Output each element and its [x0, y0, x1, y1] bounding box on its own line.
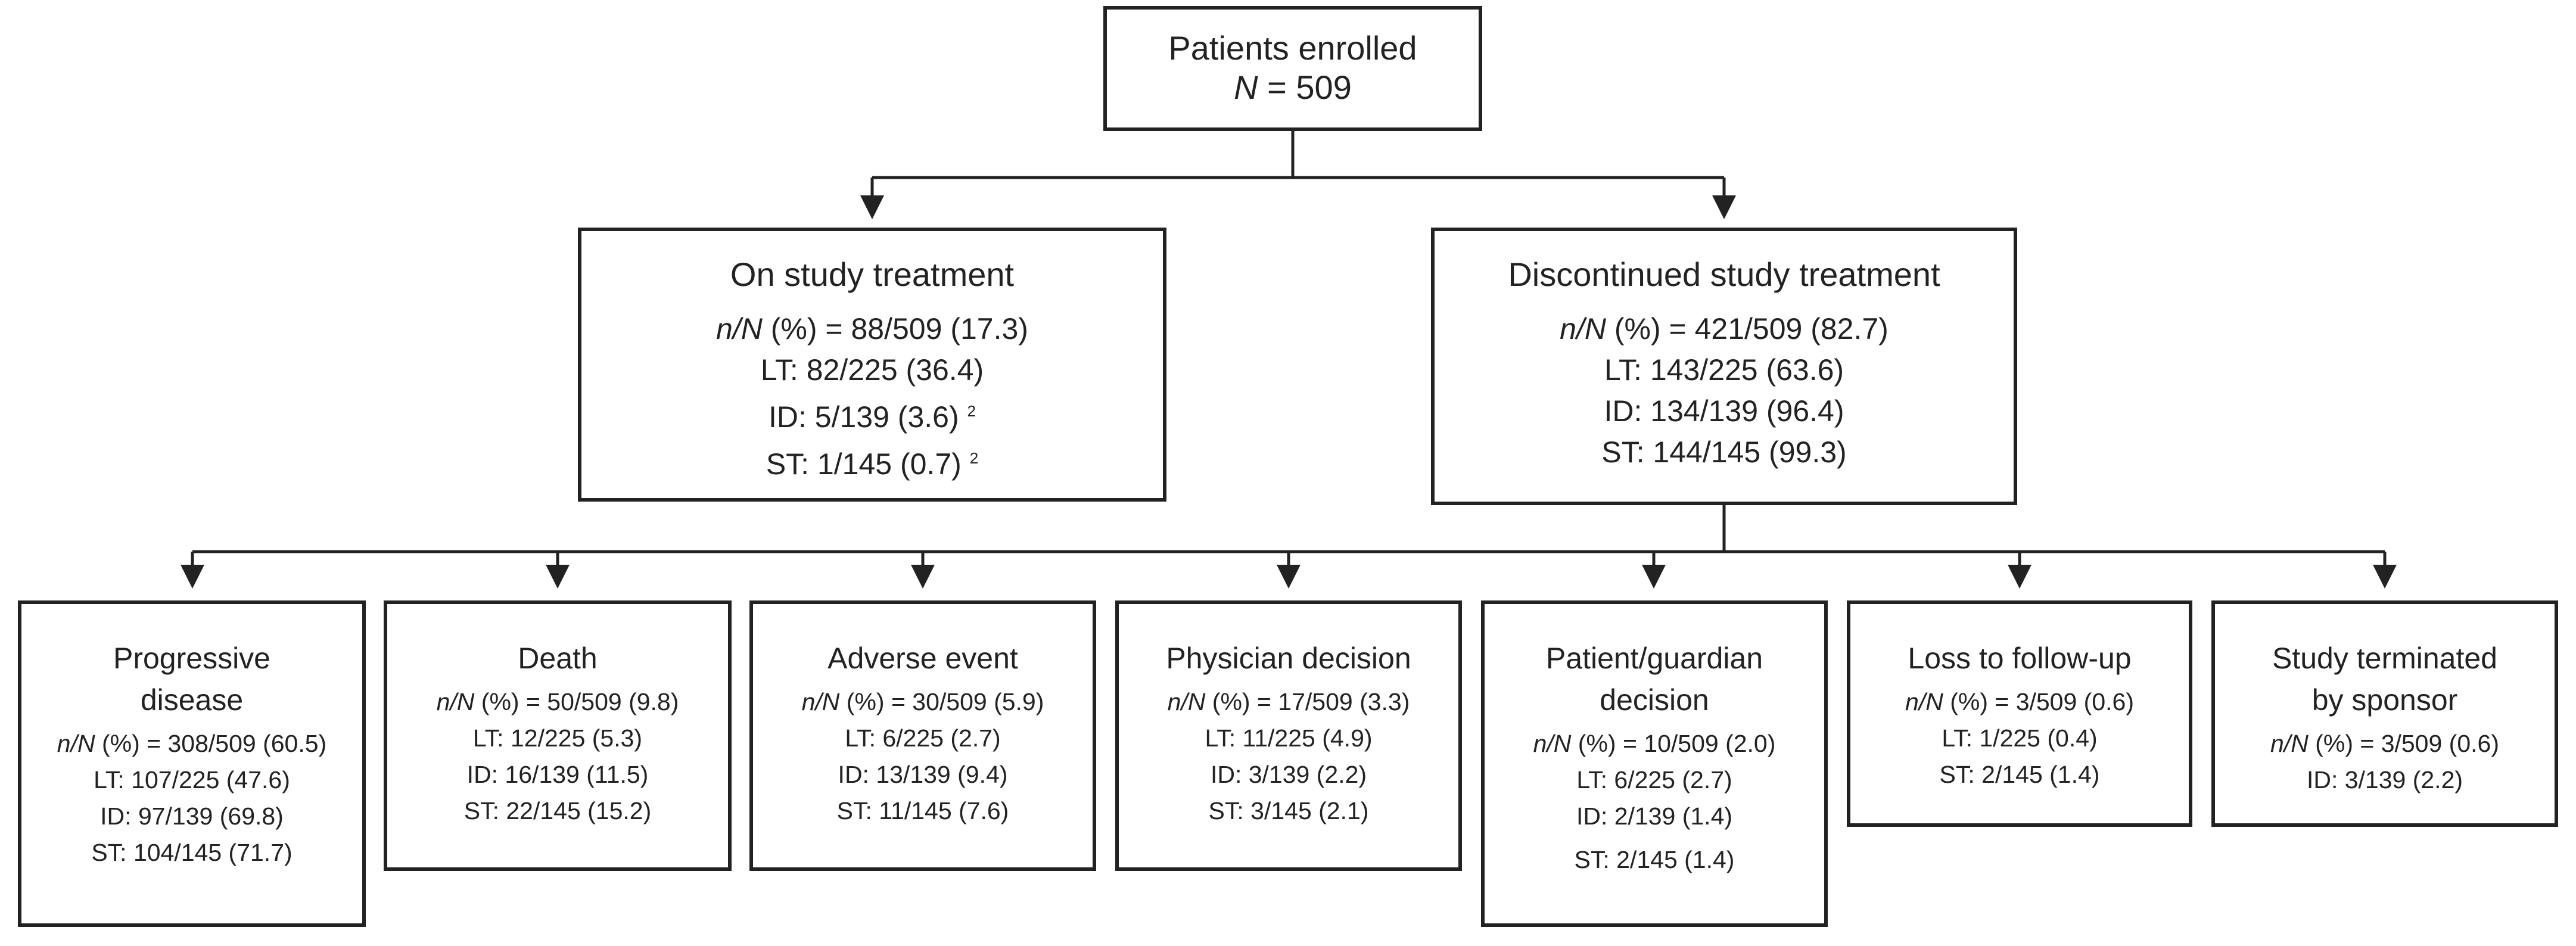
reason-overall: n/N (%) = 17/509 (3.3) — [1167, 688, 1410, 715]
reason-title: Progressive — [113, 642, 270, 675]
reason-overall: n/N (%) = 3/509 (0.6) — [1905, 688, 2134, 715]
reason-st: ST: 22/145 (15.2) — [463, 797, 652, 824]
reason-lt: LT: 6/225 (2.7) — [845, 724, 1001, 752]
progressive-disease-box: Progressive disease n/N (%) = 308/509 (6… — [18, 600, 366, 927]
reason-st: ST: 11/145 (7.6) — [836, 797, 1009, 824]
reason-overall: n/N (%) = 50/509 (9.8) — [436, 688, 679, 715]
reason-overall: n/N (%) = 3/509 (0.6) — [2270, 730, 2499, 757]
reason-id: ID: 97/139 (69.8) — [100, 802, 284, 830]
reason-st: ST: 2/145 (1.4) — [1574, 846, 1735, 873]
on-study-treatment-box: On study treatment n/N (%) = 88/509 (17.… — [578, 228, 1166, 502]
discontinued-treatment-title: Discontinued study treatment — [1508, 256, 1940, 293]
reason-lt: LT: 107/225 (47.6) — [94, 766, 290, 793]
reason-title: Physician decision — [1166, 642, 1411, 675]
loss-to-follow-up-box: Loss to follow-up n/N (%) = 3/509 (0.6) … — [1847, 600, 2192, 827]
reason-title: Patient/guardian — [1545, 642, 1763, 675]
patients-enrolled-count: N = 509 — [1234, 69, 1352, 106]
reason-title: Loss to follow-up — [1908, 642, 2132, 675]
reason-title: Study terminated — [2272, 642, 2497, 675]
discontinued-treatment-box: Discontinued study treatment n/N (%) = 4… — [1431, 228, 2017, 505]
reason-id: ID: 3/139 (2.2) — [2306, 766, 2463, 793]
study-terminated-box: Study terminated by sponsor n/N (%) = 3/… — [2211, 600, 2558, 827]
reason-title: decision — [1600, 683, 1709, 717]
discontinued-overall: n/N (%) = 421/509 (82.7) — [1560, 312, 1889, 346]
reason-overall: n/N (%) = 10/509 (2.0) — [1533, 730, 1776, 757]
reason-lt: LT: 11/225 (4.9) — [1205, 724, 1373, 752]
reason-id: ID: 13/139 (9.4) — [838, 761, 1008, 788]
on-treatment-overall: n/N (%) = 88/509 (17.3) — [716, 312, 1028, 346]
death-box: Death n/N (%) = 50/509 (9.8) LT: 12/225 … — [384, 600, 732, 871]
reason-title: Adverse event — [827, 642, 1018, 675]
on-treatment-lt: LT: 82/225 (36.4) — [760, 353, 984, 387]
reason-title: disease — [140, 683, 244, 717]
discontinued-st: ST: 144/145 (99.3) — [1601, 435, 1847, 469]
reason-overall: n/N (%) = 308/509 (60.5) — [57, 730, 327, 757]
reason-lt: LT: 12/225 (5.3) — [472, 724, 643, 752]
on-treatment-id: ID: 5/139 (3.6) 2 — [769, 400, 976, 434]
discontinued-id: ID: 134/139 (96.4) — [1604, 394, 1844, 428]
physician-decision-box: Physician decision n/N (%) = 17/509 (3.3… — [1115, 600, 1462, 871]
reason-id: ID: 3/139 (2.2) — [1210, 761, 1367, 788]
reason-lt: LT: 1/225 (0.4) — [1942, 724, 2098, 752]
patients-enrolled-title: Patients enrolled — [1168, 29, 1417, 67]
reason-lt: LT: 6/225 (2.7) — [1576, 766, 1732, 793]
footnote-marker: 2 — [967, 402, 976, 420]
reason-overall: n/N (%) = 30/509 (5.9) — [801, 688, 1044, 715]
adverse-event-box: Adverse event n/N (%) = 30/509 (5.9) LT:… — [749, 600, 1096, 871]
reason-title: Death — [518, 642, 598, 675]
reason-st: ST: 3/145 (2.1) — [1208, 797, 1369, 824]
reason-st: ST: 104/145 (71.7) — [91, 839, 293, 866]
reason-id: ID: 2/139 (1.4) — [1576, 802, 1733, 830]
on-treatment-st: ST: 1/145 (0.7) 2 — [766, 447, 979, 481]
footnote-marker: 2 — [969, 449, 979, 467]
on-study-treatment-title: On study treatment — [730, 256, 1015, 293]
patient-guardian-decision-box: Patient/guardian decision n/N (%) = 10/5… — [1481, 600, 1828, 927]
patients-enrolled-box: Patients enrolled N = 509 — [1103, 6, 1482, 131]
reason-title: by sponsor — [2311, 683, 2458, 717]
reason-st: ST: 2/145 (1.4) — [1939, 761, 2100, 788]
discontinued-lt: LT: 143/225 (63.6) — [1604, 353, 1844, 387]
reason-id: ID: 16/139 (11.5) — [466, 761, 649, 788]
